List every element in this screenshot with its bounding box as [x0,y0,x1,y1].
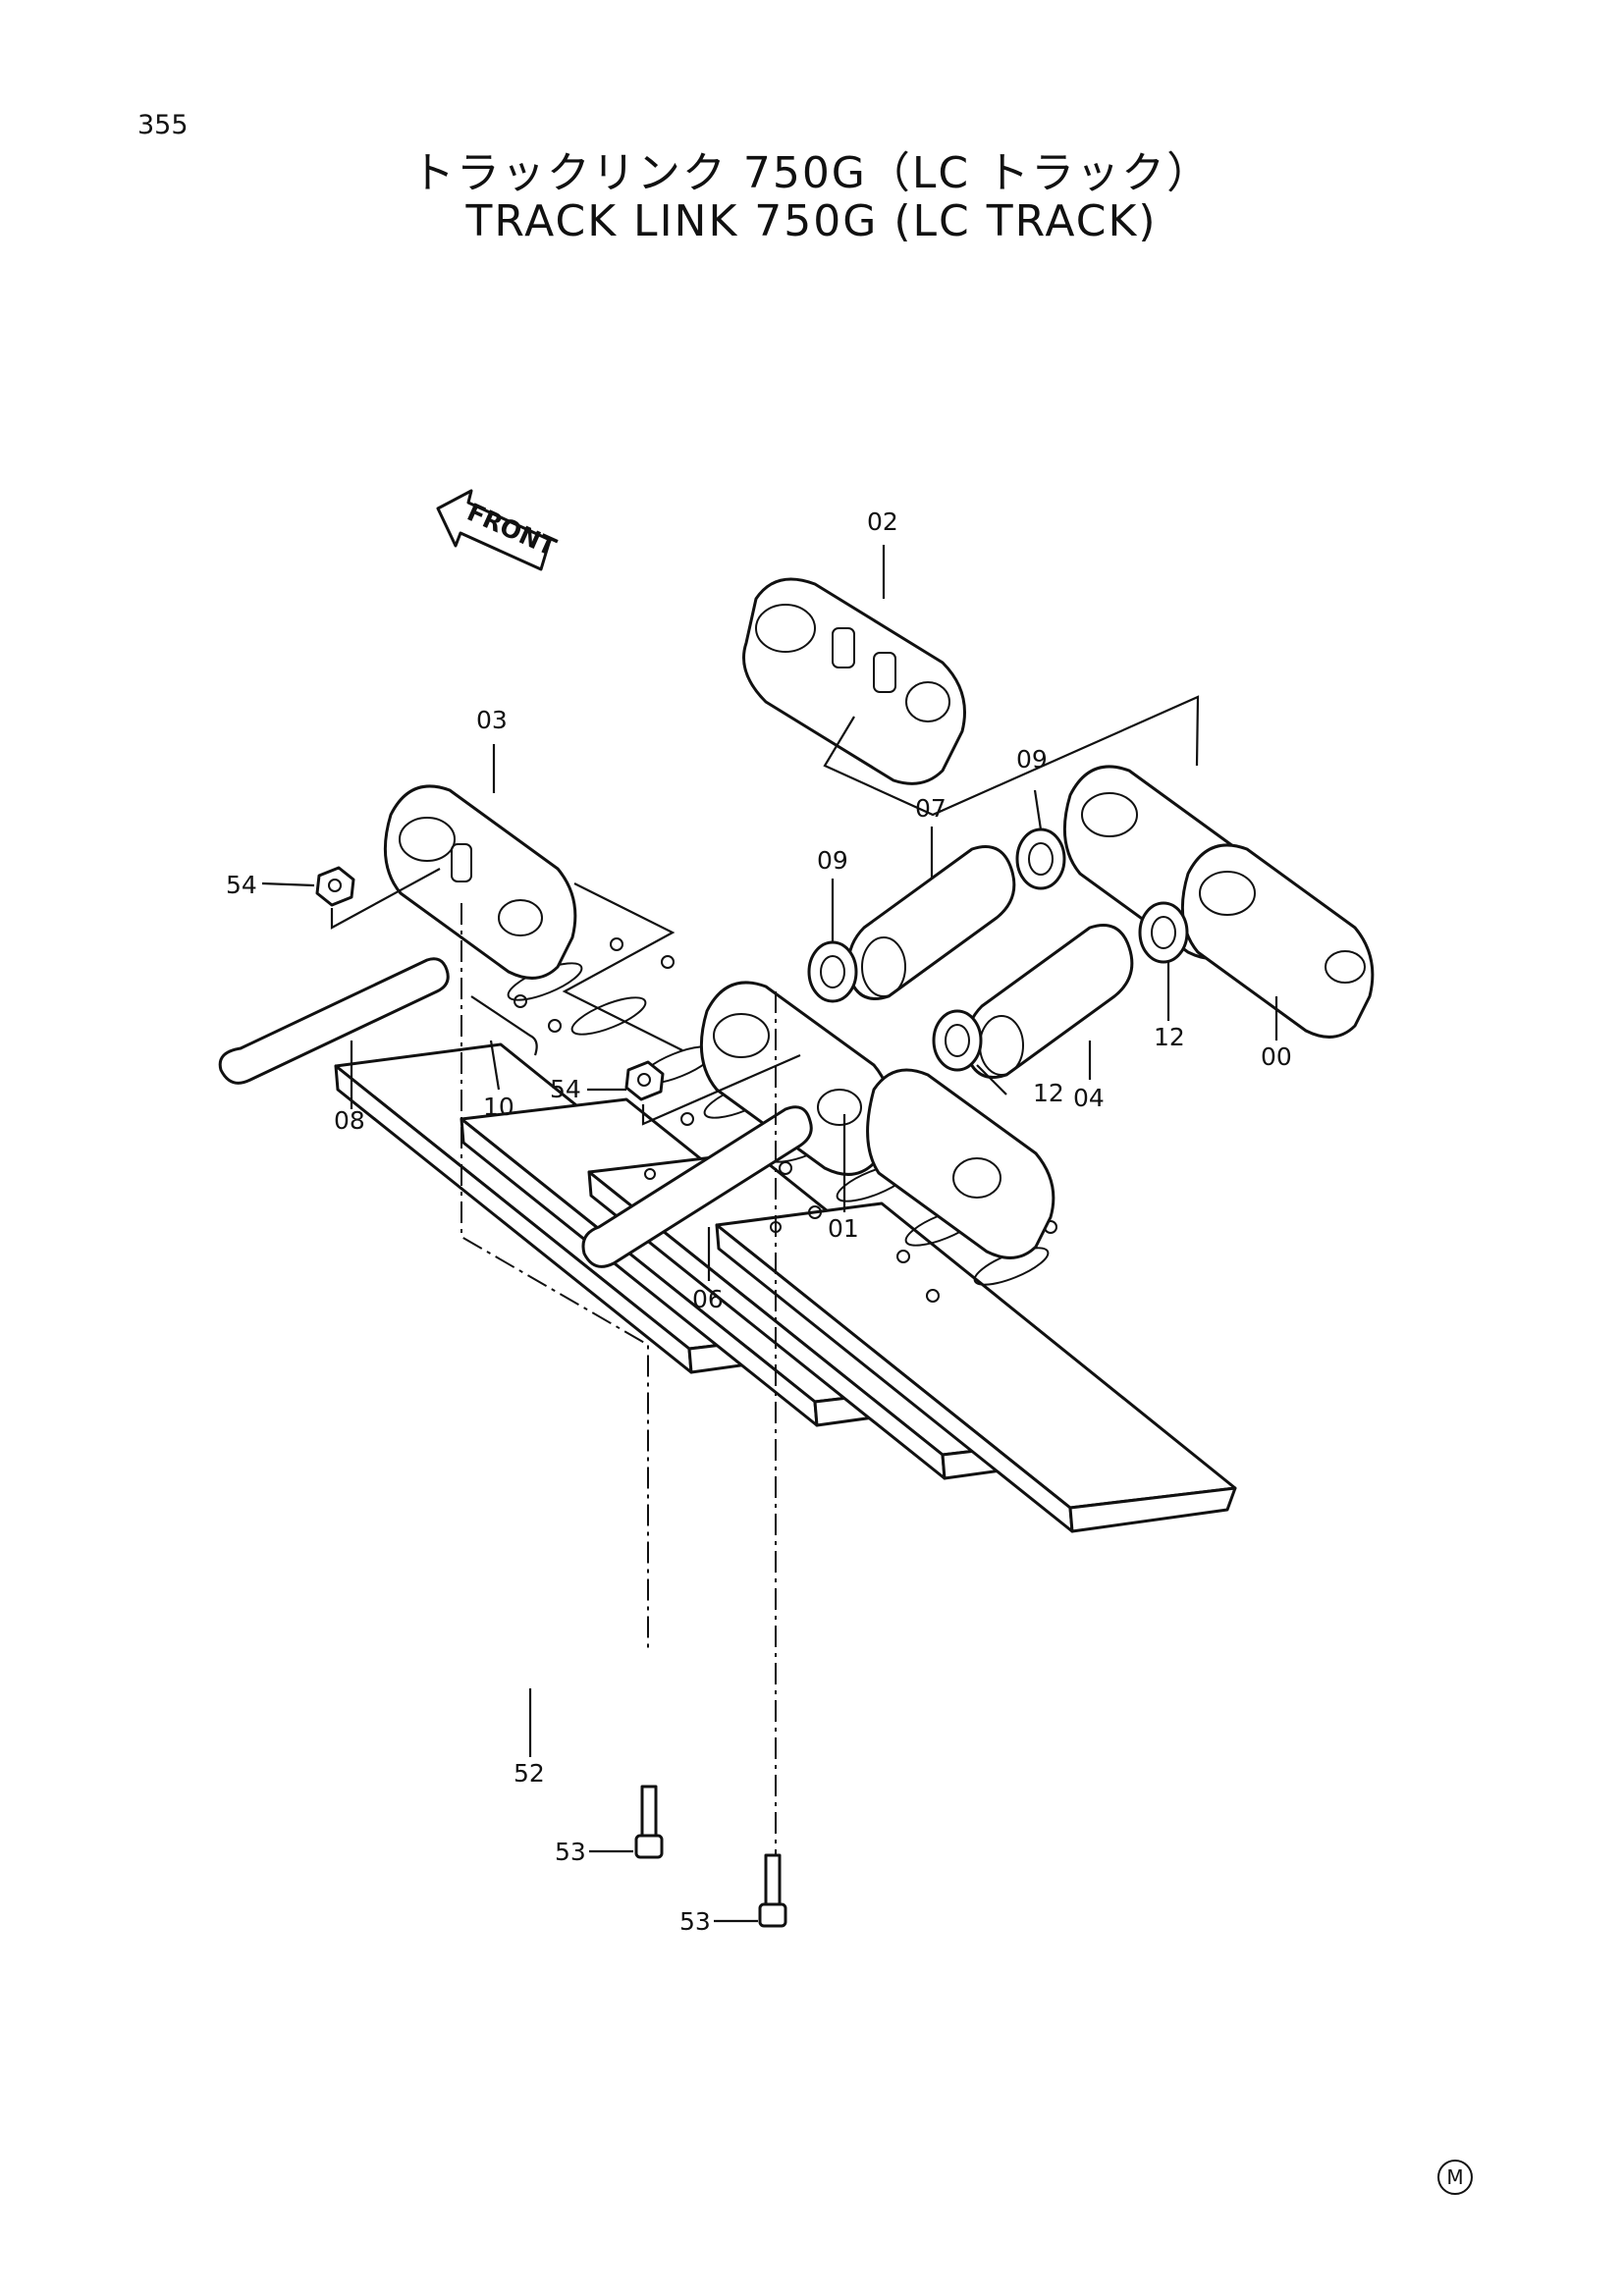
track-link-02 [742,577,966,785]
pin-08 [218,957,450,1085]
callout-12-right: 12 [1154,1023,1185,1051]
title-english: TRACK LINK 750G (LC TRACK) [465,196,1158,246]
seals [807,828,1189,1072]
callout-08: 08 [334,1106,365,1135]
callout-09-left: 09 [817,846,848,875]
callout-02: 02 [867,507,898,536]
callout-54-lower: 54 [550,1075,581,1103]
callout-53-lower: 53 [679,1907,711,1936]
callout-10: 10 [483,1093,514,1121]
track-link-03 [383,784,577,980]
callout-00: 00 [1261,1042,1292,1071]
pin-06 [581,1105,813,1268]
callout-12-lower: 12 [1033,1079,1064,1107]
bushing-04 [964,924,1134,1079]
callout-07: 07 [915,794,947,823]
corner-mark: M [1437,2160,1473,2195]
callout-54-upper: 54 [226,871,257,899]
page-number: 355 [137,110,189,140]
nuts-54 [315,866,665,1101]
callout-03: 03 [476,706,508,734]
leader-lines [261,545,1278,1923]
assembly-lines [330,695,1200,1855]
front-arrow: FRONT [436,489,561,571]
title-japanese: トラックリンク 750G（LC トラック） [410,148,1213,198]
callout-01: 01 [828,1214,859,1243]
callout-53-upper: 53 [555,1838,586,1866]
track-shoes [334,937,1237,1533]
callout-labels: 02 03 54 09 07 09 00 12 12 04 08 10 54 0… [226,507,1292,1936]
track-link-00 [1062,765,1375,1039]
callout-52: 52 [514,1759,545,1788]
callout-04: 04 [1073,1084,1105,1112]
callout-09-right: 09 [1016,745,1048,774]
bolts-53 [634,1785,787,1928]
callout-06: 06 [692,1285,724,1313]
spring-pin-10 [470,995,538,1056]
